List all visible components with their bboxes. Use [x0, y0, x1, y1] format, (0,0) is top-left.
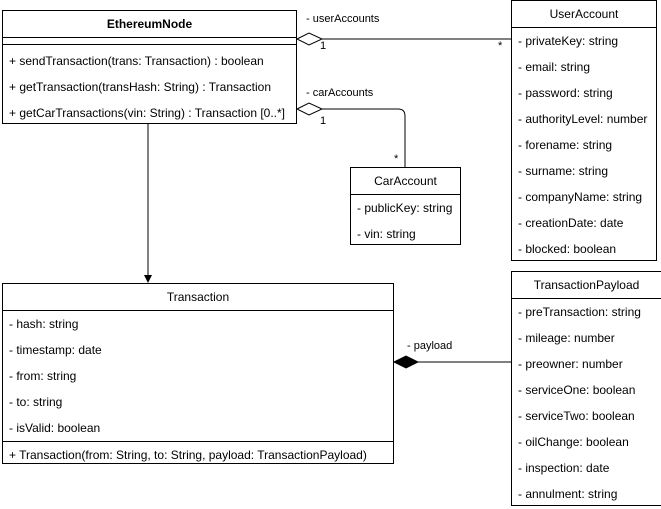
user-account-attribute: - privateKey: string	[518, 34, 619, 48]
transaction-payload-attribute: - preowner: number	[518, 357, 623, 371]
transaction-payload-attribute: - mileage: number	[518, 331, 615, 345]
ethereum-node-name: EthereumNode	[3, 11, 296, 38]
user-accounts-role-label: - userAccounts	[306, 13, 380, 25]
transaction-payload-attribute: - inspection: date	[518, 461, 610, 475]
transaction-payload-class[interactable]: TransactionPayload - preTransaction: str…	[511, 271, 661, 506]
user-accounts-aggregation-diamond	[295, 32, 324, 46]
transaction-attribute: - timestamp: date	[9, 343, 102, 357]
transaction-attribute: - from: string	[9, 369, 77, 383]
transaction-name: Transaction	[3, 284, 393, 311]
user-account-attribute: - blocked: boolean	[518, 242, 617, 256]
user-account-attribute: - creationDate: date	[518, 216, 624, 230]
car-account-class[interactable]: CarAccount - publicKey: string - vin: st…	[350, 167, 461, 245]
car-account-attribute: - publicKey: string	[357, 201, 453, 215]
payload-composition-diamond	[392, 355, 420, 369]
transaction-payload-attributes-compartment: - preTransaction: string - mileage: numb…	[512, 299, 661, 507]
transaction-attribute: - isValid: boolean	[9, 421, 101, 435]
user-accounts-source-multiplicity: 1	[320, 40, 327, 52]
car-accounts-target-multiplicity: *	[394, 153, 399, 165]
user-account-attribute: - email: string	[518, 60, 591, 74]
car-accounts-association-line	[322, 108, 406, 167]
transaction-class[interactable]: Transaction - hash: string - timestamp: …	[2, 283, 394, 464]
ethereum-node-method: + getCarTransactions(vin: String) : Tran…	[9, 106, 286, 120]
user-account-attribute: - forename: string	[518, 138, 613, 152]
user-account-attribute: - authorityLevel: number	[518, 112, 648, 126]
transaction-payload-attribute: - preTransaction: string	[518, 305, 641, 319]
user-accounts-target-multiplicity: *	[498, 40, 503, 52]
transaction-payload-name: TransactionPayload	[512, 272, 661, 299]
transaction-payload-attribute: - serviceTwo: boolean	[518, 409, 635, 423]
user-account-attribute: - password: string	[518, 86, 613, 100]
node-transaction-arrowhead	[144, 275, 152, 283]
car-accounts-role-label: - carAccounts	[306, 87, 374, 99]
car-account-attribute: - vin: string	[357, 227, 416, 241]
transaction-method: + Transaction(from: String, to: String, …	[9, 448, 367, 462]
ethereum-node-method: + getTransaction(transHash: String) : Tr…	[9, 80, 272, 94]
user-account-name: UserAccount	[512, 1, 656, 28]
car-account-name: CarAccount	[351, 168, 460, 195]
transaction-payload-attribute: - oilChange: boolean	[518, 435, 629, 449]
transaction-methods-compartment: + Transaction(from: String, to: String, …	[3, 441, 393, 468]
payload-role-label: - payload	[407, 340, 453, 352]
user-account-class[interactable]: UserAccount - privateKey: string - email…	[511, 0, 657, 261]
car-account-attributes-compartment: - publicKey: string - vin: string	[351, 195, 460, 247]
ethereum-node-method: + sendTransaction(trans: Transaction) : …	[9, 54, 264, 68]
user-account-attribute: - companyName: string	[518, 190, 643, 204]
transaction-attribute: - to: string	[9, 395, 63, 409]
transaction-attributes-compartment: - hash: string - timestamp: date - from:…	[3, 311, 393, 441]
car-accounts-aggregation-diamond	[295, 102, 324, 116]
transaction-payload-attribute: - annulment: string	[518, 487, 618, 501]
ethereum-node-class[interactable]: EthereumNode + sendTransaction(trans: Tr…	[2, 10, 297, 124]
transaction-payload-attribute: - serviceOne: boolean	[518, 383, 636, 397]
user-account-attribute: - surname: string	[518, 164, 609, 178]
car-accounts-source-multiplicity: 1	[320, 115, 327, 127]
transaction-attribute: - hash: string	[9, 317, 79, 331]
user-account-attributes-compartment: - privateKey: string - email: string - p…	[512, 28, 656, 262]
ethereum-node-methods-compartment: + sendTransaction(trans: Transaction) : …	[3, 44, 296, 126]
